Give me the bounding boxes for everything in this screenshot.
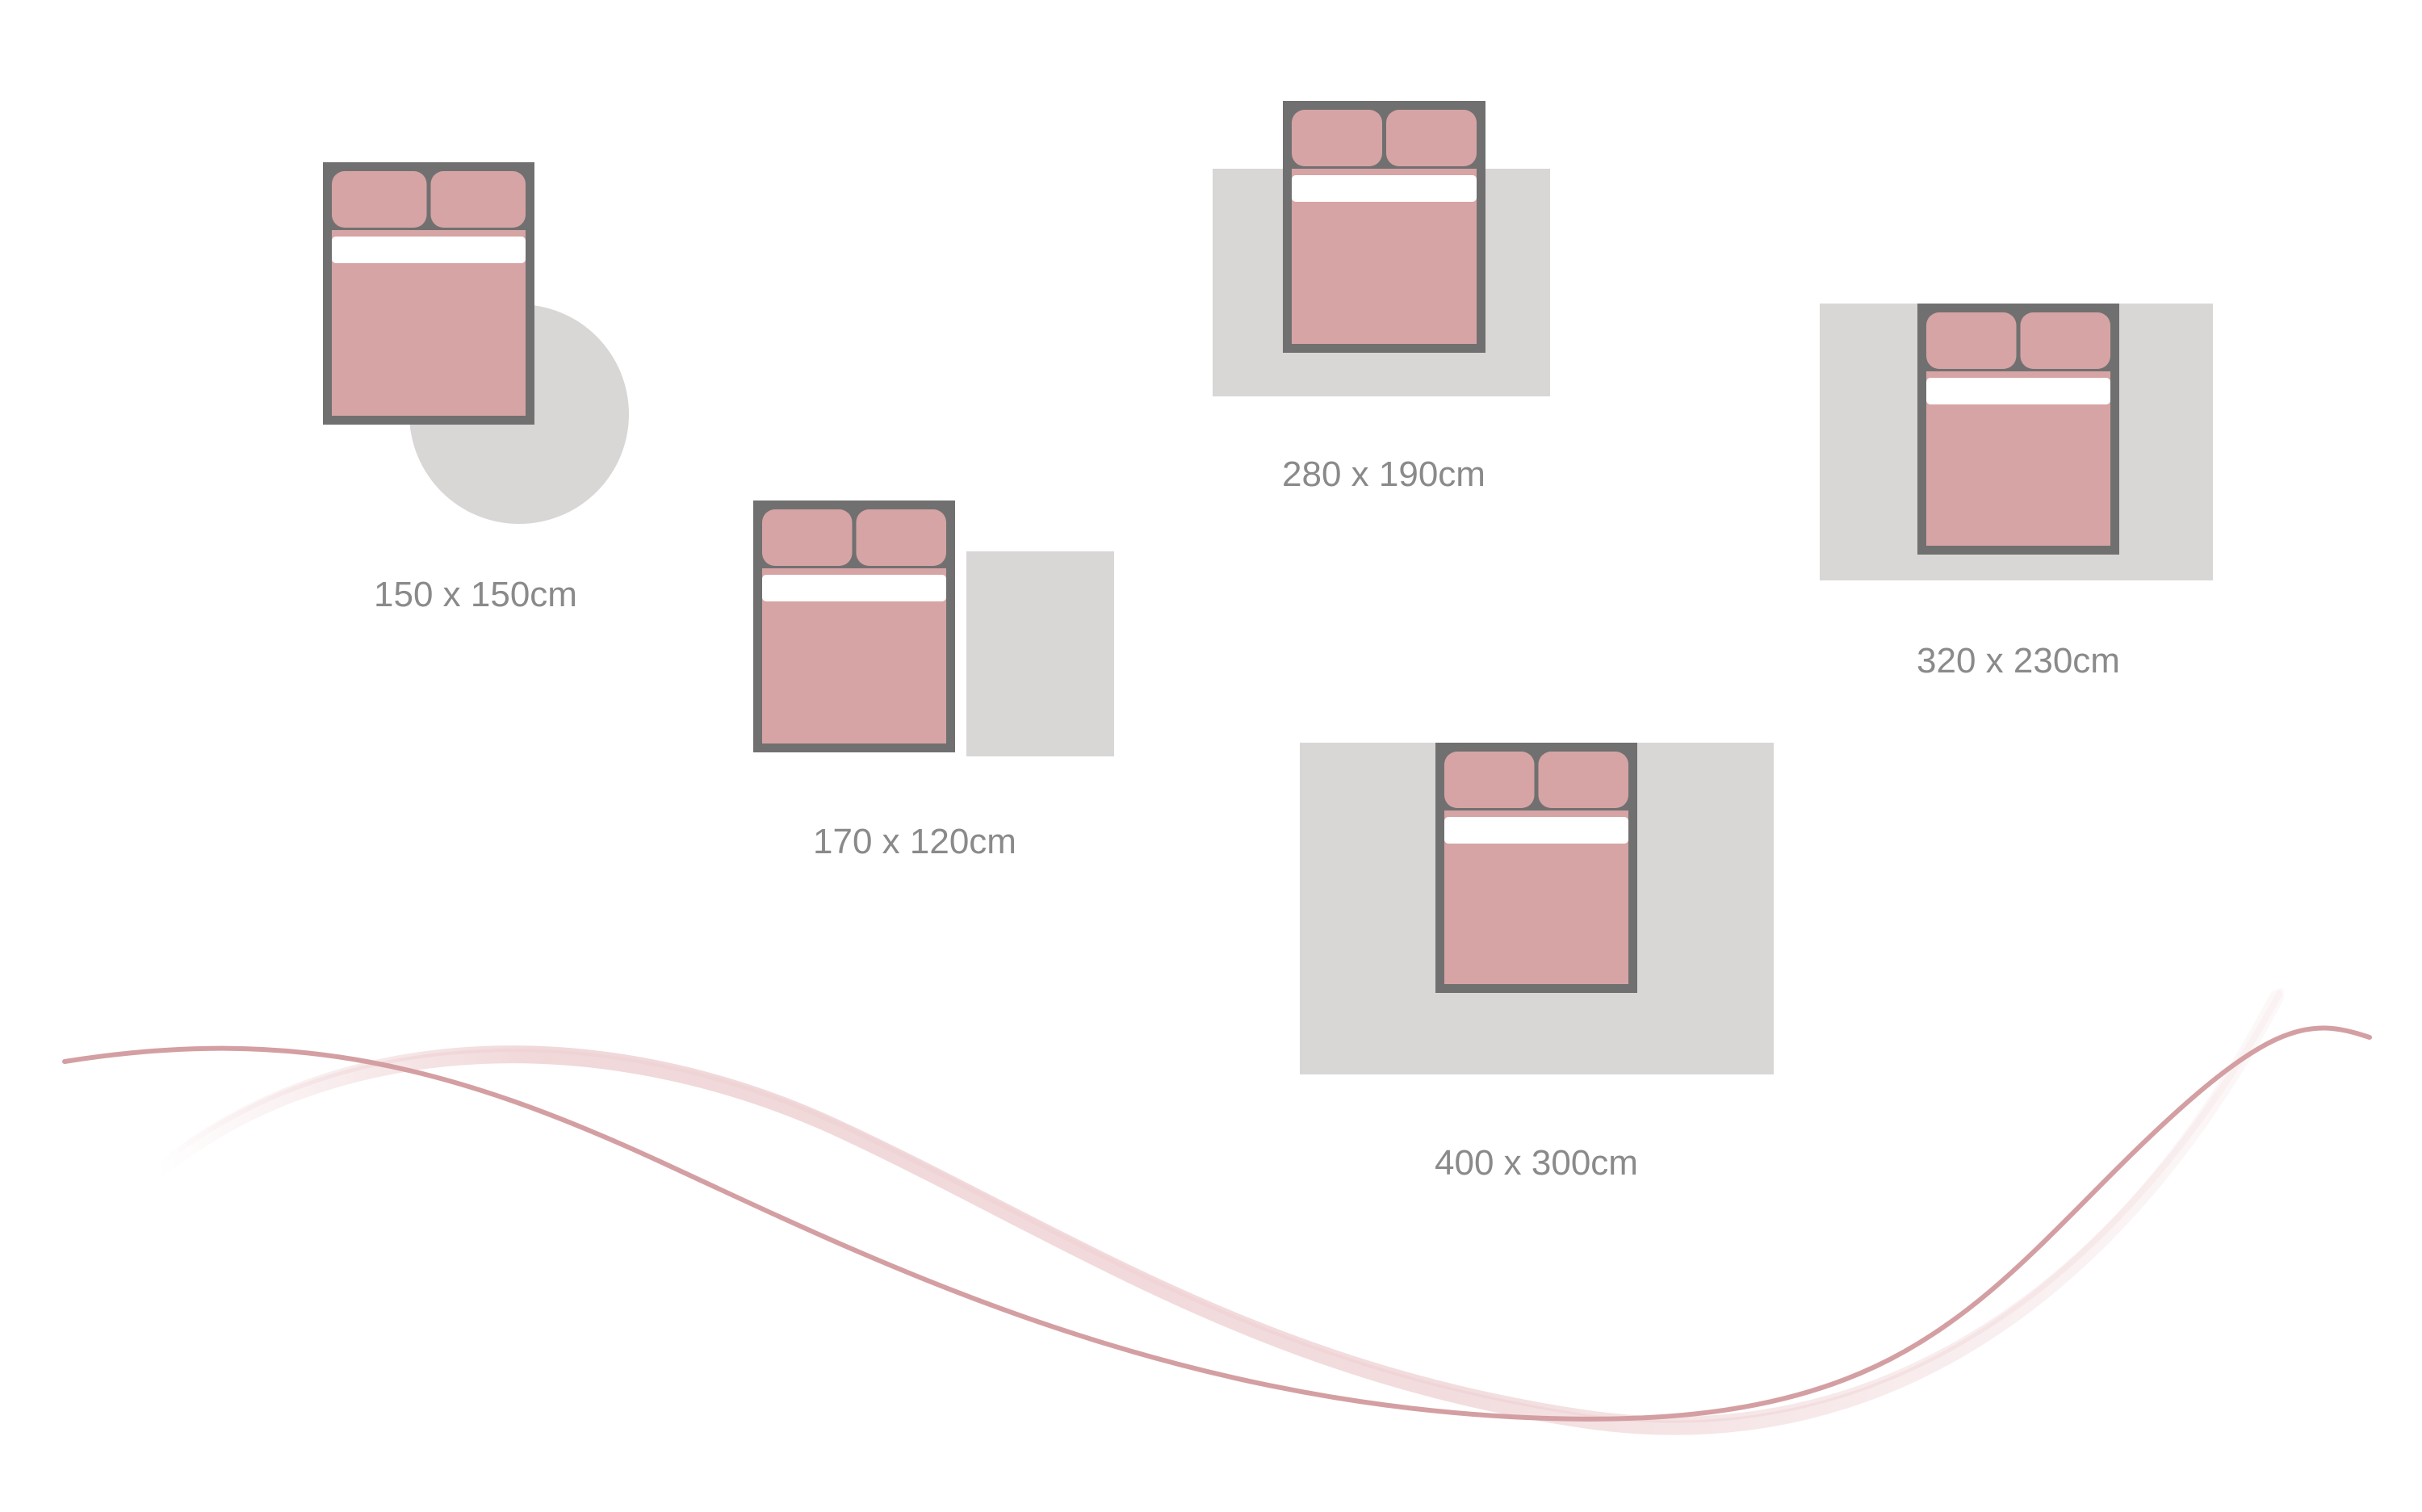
size-label: 400 x 300cm — [1435, 1143, 1638, 1183]
sheet-fold — [332, 237, 526, 263]
rug-option-extra-large — [1300, 743, 1774, 1074]
pillow — [1444, 752, 1535, 808]
soft-wave-front — [158, 988, 2284, 1423]
size-label: 150 x 150cm — [374, 575, 577, 614]
pillow — [1926, 312, 2017, 369]
pillow — [1386, 110, 1477, 166]
double-bed-icon — [1917, 304, 2119, 555]
pillow — [430, 171, 526, 228]
rug-option-medium — [1213, 101, 1550, 396]
decorative-waves — [62, 988, 2372, 1435]
sheet-fold — [1926, 378, 2110, 404]
sheet-fold — [1444, 817, 1628, 844]
double-bed-icon — [1283, 101, 1485, 353]
sheet-fold — [1292, 175, 1477, 202]
pillow — [1292, 110, 1382, 166]
pillow — [332, 171, 427, 228]
rug-option-large — [1820, 304, 2213, 580]
size-label: 170 x 120cm — [813, 822, 1016, 861]
double-bed-icon — [1435, 743, 1637, 993]
sheet-fold — [762, 575, 946, 601]
rug-option-round — [323, 162, 629, 524]
size-label: 320 x 230cm — [1917, 641, 2120, 681]
soft-wave-back — [150, 990, 2284, 1435]
pillow — [856, 509, 946, 566]
size-label: 280 x 190cm — [1282, 454, 1485, 494]
main-wave — [62, 1025, 2372, 1422]
rectangular-rug — [966, 551, 1114, 756]
pillow — [1538, 752, 1628, 808]
pillow — [2020, 312, 2110, 369]
double-bed-icon — [323, 162, 534, 425]
pillow — [762, 509, 853, 566]
double-bed-icon — [753, 501, 955, 752]
rug-option-small — [753, 501, 1114, 756]
